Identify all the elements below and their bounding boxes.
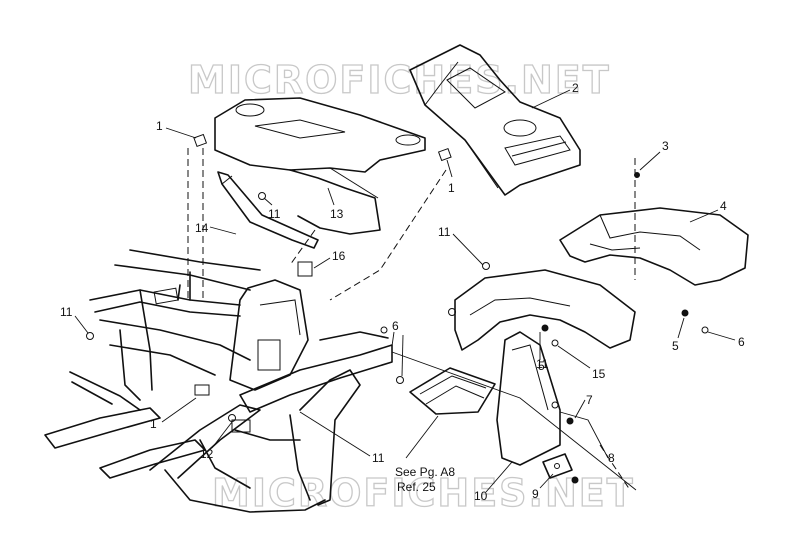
callout-label: 11 (438, 225, 451, 239)
callout-label: 5 (538, 359, 545, 373)
callout-label: 7 (586, 393, 593, 407)
callout-label: 11 (60, 305, 73, 319)
watermark-bottom: MICROFICHES.NET (212, 471, 635, 515)
step-assembly (409, 367, 496, 415)
rear-fender-right (559, 207, 749, 286)
callout-label: 6 (392, 319, 399, 333)
callout-label: 14 (195, 221, 209, 235)
console-cover (409, 44, 581, 196)
callout-label: 1 (448, 181, 455, 195)
callout-label: 1 (150, 417, 157, 431)
reference-note: See Pg. A8 Ref. 25 (395, 465, 455, 494)
watermark-top: MICROFICHES.NET (188, 58, 611, 102)
callout-label: 6 (738, 335, 745, 349)
reference-note-line2: Ref. 25 (397, 480, 436, 494)
callout-labels: 1 2 3 4 1 11 13 14 16 11 11 6 5 6 11 5 1… (60, 81, 745, 503)
main-frame (44, 249, 393, 513)
callout-label: 11 (268, 207, 281, 221)
assembly-guide-lines (187, 148, 636, 491)
callout-label: 4 (720, 199, 727, 213)
callout-label: 5 (672, 339, 679, 353)
callout-label: 9 (532, 487, 539, 501)
callout-label: 11 (536, 357, 549, 371)
callout-label: 8 (608, 451, 615, 465)
callout-label: 12 (200, 447, 214, 461)
mud-flap (496, 331, 561, 466)
fasteners (86, 133, 709, 484)
callout-label: 15 (592, 367, 606, 381)
callout-label: 16 (332, 249, 346, 263)
callout-label: 10 (474, 489, 488, 503)
bracket-plate (542, 453, 573, 479)
callout-label: 13 (330, 207, 344, 221)
callout-label: 2 (572, 81, 579, 95)
leader-lines (74, 89, 736, 493)
callout-label: 11 (372, 451, 385, 465)
callout-label: 3 (662, 139, 669, 153)
rear-fender-left (454, 269, 636, 351)
brace (217, 171, 319, 249)
callout-label: 1 (156, 119, 163, 133)
front-hood (214, 97, 426, 235)
reference-note-line1: See Pg. A8 (395, 465, 455, 479)
